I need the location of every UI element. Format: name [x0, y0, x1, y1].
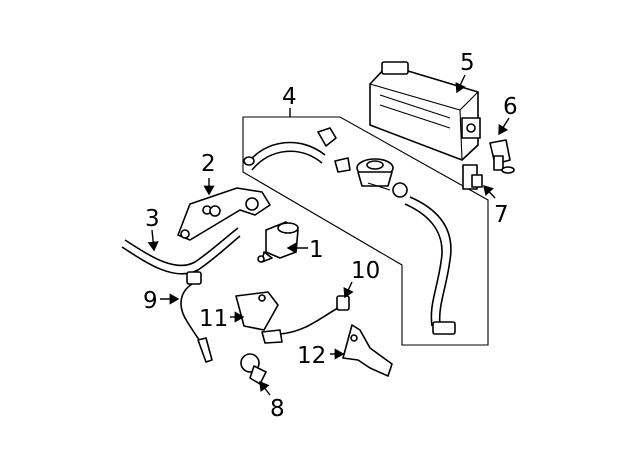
bracket-7-part [462, 164, 483, 190]
bracket-2-part [177, 187, 271, 241]
vapor-hose-part [243, 127, 456, 335]
callout-4: 4 [282, 84, 297, 110]
oxygen-sensor-10-part [261, 295, 350, 344]
item-4-group-outline [242, 116, 489, 346]
leader-6 [498, 117, 510, 136]
leader-10 [343, 281, 354, 299]
callout-9: 9 [143, 288, 158, 314]
callout-3: 3 [145, 206, 160, 232]
bracket-11-part [235, 291, 279, 331]
callout-11: 11 [199, 306, 228, 332]
callout-2: 2 [201, 151, 216, 177]
evap-canister-part [369, 61, 481, 161]
callout-8: 8 [270, 396, 285, 422]
leader-7 [483, 184, 496, 199]
purge-valve-part [356, 158, 408, 198]
callout-6: 6 [503, 94, 518, 120]
oxygen-sensor-9-part [180, 271, 213, 363]
knock-sensor-8-part [240, 353, 267, 385]
hose-3-part [121, 227, 241, 275]
solenoid-1-part [257, 221, 299, 263]
bracket-12-part [342, 324, 393, 377]
leader-5 [455, 74, 466, 94]
leader-8 [259, 380, 271, 396]
callout-10: 10 [351, 258, 380, 284]
vent-valve-part [489, 139, 515, 174]
leader-3 [147, 229, 159, 252]
callout-1: 1 [309, 237, 324, 263]
callout-5: 5 [460, 50, 475, 76]
callout-12: 12 [297, 343, 326, 369]
callout-7: 7 [494, 202, 509, 228]
